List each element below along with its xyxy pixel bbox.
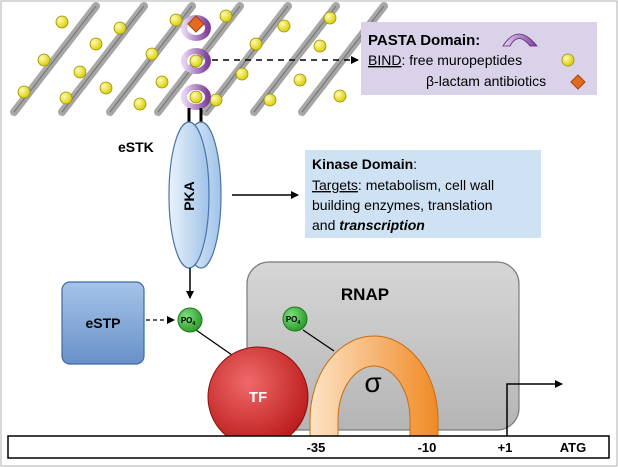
pasta-domain-box: PASTA Domain: BIND: free muropeptides β-… [361,22,597,95]
muropeptide-dot [73,65,87,79]
pasta-box-line2: β-lactam antibiotics [426,73,546,89]
muropeptide-dot [113,21,127,35]
estk-label: eSTK [118,139,154,155]
kinase-line3-emph: transcription [339,217,425,233]
kinase-domain-box: Kinase Domain: Targets: metabolism, cell… [305,150,541,238]
svg-text:and transcription: and transcription [312,217,425,233]
muropeptide-dot [133,97,147,111]
po4-on-tf: PO4 [177,307,203,333]
muropeptide-dot [55,15,69,29]
muropeptide-dot [249,37,263,51]
atg-label: ATG [560,440,586,455]
svg-text:BIND: free muropeptides: BIND: free muropeptides [368,52,522,68]
muropeptide-dot [145,47,159,61]
po4-on-sigma: PO4 [282,306,308,332]
kinase-title-colon: : [413,156,417,172]
muropeptide-dot [89,37,103,51]
muropeptide-dot [169,13,183,27]
muropeptide-dot [209,93,223,107]
plus1-label: +1 [498,440,513,455]
targets-label: Targets [312,177,358,193]
pka-domain: PKA [168,121,222,269]
bind-label: BIND [368,52,401,68]
estp: eSTP [61,281,145,365]
pasta-box-title: PASTA Domain: [368,32,480,49]
muropeptide-dot [17,85,31,99]
tf-label: TF [249,389,267,406]
muropeptide-dot [263,93,277,107]
kinase-line3-pre: and [312,217,339,233]
muropeptide-dot [59,91,73,105]
kinase-line1-rest: : metabolism, cell wall [358,177,494,193]
sigma-factor: σ [309,335,439,437]
muropeptide-dot [235,67,249,81]
muropeptide-dot [37,53,51,67]
po4-label: PO [286,315,298,324]
muropeptide-dot [155,75,169,89]
muropeptide-dot [219,9,233,23]
antibiotic-diamond-icon [187,15,205,33]
svg-text:Kinase Domain:: Kinase Domain: [312,156,417,172]
pka-label: PKA [181,181,197,211]
svg-text:PO4: PO4 [181,316,196,327]
svg-text:PO4: PO4 [286,315,301,326]
minus10-label: -10 [418,440,437,455]
muropeptide-dots [17,9,347,111]
transcription-factor: TF [207,346,309,448]
kinase-box-title: Kinase Domain [312,156,413,172]
pasta-domain-icon [502,33,538,47]
pasta-domains [181,15,211,124]
muropeptide-dot [99,81,113,95]
muropeptide-dot [313,39,327,53]
transcription-start-arrow [506,380,563,436]
po4-subscript: 4 [297,320,300,326]
svg-text:Targets: metabolism, cell wall: Targets: metabolism, cell wall [312,177,494,193]
minus35-label: -35 [307,440,326,455]
bind-line-rest: : free muropeptides [401,52,522,68]
sigma-label: σ [364,367,381,398]
dna-strand: -35 -10 +1 ATG [7,435,610,459]
muropeptide-dot [333,89,347,103]
muropeptide-icon [561,53,575,67]
po4-subscript: 4 [192,321,195,327]
antibiotic-icon [570,74,586,90]
rnap-label: RNAP [341,285,389,304]
estp-label: eSTP [85,315,120,331]
muropeptide-dot [277,19,291,33]
muropeptide-dot [293,73,307,87]
muropeptide-dot [323,11,337,25]
kinase-line2: building enzymes, translation [312,197,493,213]
po4-label: PO [181,316,193,325]
